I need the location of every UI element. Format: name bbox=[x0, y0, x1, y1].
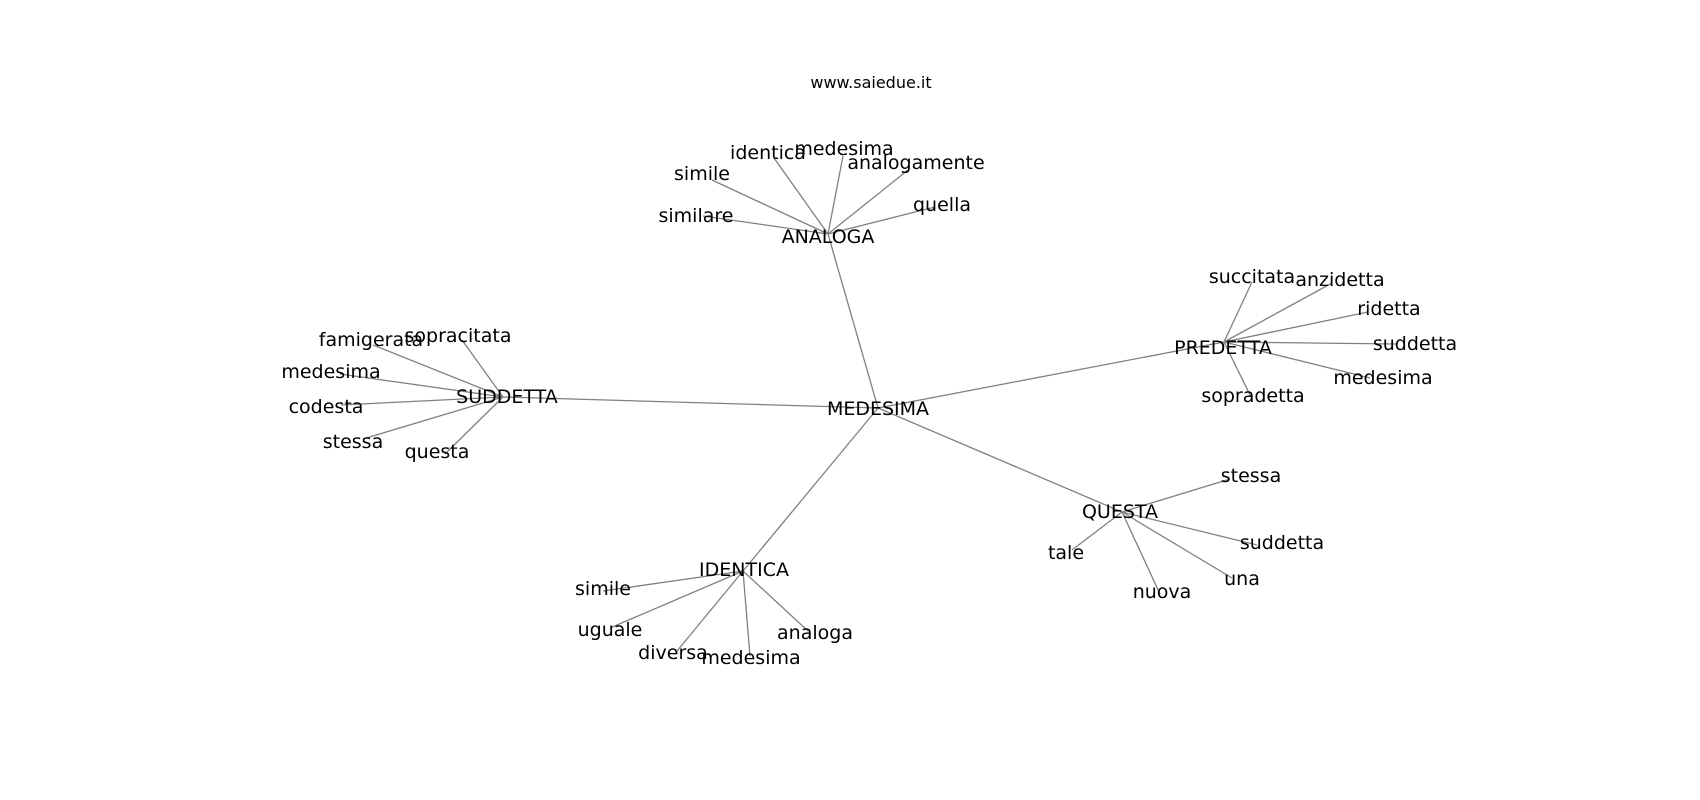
word-node-suddetta-questa: questa bbox=[405, 441, 470, 463]
word-node-identica-diversa: diversa bbox=[638, 642, 708, 664]
word-node-questa-nuova: nuova bbox=[1133, 581, 1192, 603]
edges-layer bbox=[339, 155, 1397, 657]
word-node-identica-simile: simile bbox=[575, 578, 631, 600]
edge-questa-una bbox=[1121, 511, 1233, 579]
word-node-predetta-anzidetta: anzidetta bbox=[1295, 269, 1384, 291]
edge-predetta-sopradetta bbox=[1223, 341, 1253, 400]
edge-questa-suddetta bbox=[1121, 511, 1258, 546]
word-node-suddetta-sopracitata: sopracitata bbox=[405, 325, 512, 347]
edge-identica-medesima bbox=[742, 570, 751, 657]
hub-node-suddetta: SUDDETTA bbox=[456, 386, 558, 408]
word-node-analoga-simile: simile bbox=[674, 163, 730, 185]
word-node-predetta-suddetta: suddetta bbox=[1373, 333, 1457, 355]
edge-identica-analoga bbox=[742, 570, 809, 632]
word-node-analoga-similare: similare bbox=[659, 205, 734, 227]
hub-node-predetta: PREDETTA bbox=[1174, 337, 1272, 359]
word-node-predetta-ridetta: ridetta bbox=[1357, 298, 1420, 320]
labels-layer: MEDESIMAANALOGAsimileidenticamedesimaana… bbox=[281, 138, 1457, 669]
edge-suddetta-famigerata bbox=[372, 344, 504, 398]
word-node-identica-medesima: medesima bbox=[701, 647, 800, 669]
edge-predetta-medesima bbox=[1223, 341, 1371, 379]
edge-center-suddetta bbox=[502, 396, 879, 409]
edge-questa-nuova bbox=[1121, 511, 1161, 595]
word-node-predetta-sopradetta: sopradetta bbox=[1201, 385, 1304, 407]
word-node-analoga-analogamente: analogamente bbox=[847, 152, 984, 174]
edge-center-predetta bbox=[877, 341, 1225, 409]
edge-suddetta-codesta bbox=[340, 396, 504, 406]
edge-suddetta-sopracitata bbox=[461, 339, 504, 398]
word-node-suddetta-medesima: medesima bbox=[281, 361, 380, 383]
word-node-questa-suddetta: suddetta bbox=[1240, 532, 1324, 554]
edge-center-analoga bbox=[827, 233, 879, 409]
edge-predetta-anzidetta bbox=[1223, 282, 1333, 343]
word-node-suddetta-famigerata: famigerata bbox=[319, 329, 423, 351]
word-node-suddetta-stessa: stessa bbox=[323, 431, 383, 453]
edge-identica-uguale bbox=[609, 570, 744, 629]
edge-identica-simile bbox=[602, 570, 744, 592]
site-title: www.saiedue.it bbox=[810, 73, 931, 92]
word-node-analoga-identica: identica bbox=[730, 142, 806, 164]
word-node-questa-tale: tale bbox=[1048, 542, 1084, 564]
edge-identica-diversa bbox=[676, 570, 744, 652]
word-node-analoga-medesima: medesima bbox=[794, 138, 893, 160]
edge-analoga-similare bbox=[702, 215, 829, 235]
edge-questa-tale bbox=[1071, 511, 1123, 551]
word-node-predetta-medesima: medesima bbox=[1333, 367, 1432, 389]
edge-predetta-suddetta bbox=[1223, 341, 1397, 345]
hub-node-identica: IDENTICA bbox=[699, 559, 789, 581]
word-node-identica-uguale: uguale bbox=[578, 619, 643, 641]
word-node-analoga-quella: quella bbox=[913, 194, 971, 216]
edge-suddetta-questa bbox=[444, 396, 504, 455]
word-node-predetta-succitata: succitata bbox=[1209, 266, 1295, 288]
edge-suddetta-stessa bbox=[362, 396, 504, 440]
edge-analoga-identica bbox=[773, 157, 829, 235]
edge-suddetta-medesima bbox=[339, 373, 504, 398]
edge-analoga-quella bbox=[827, 206, 936, 235]
word-node-questa-stessa: stessa bbox=[1221, 465, 1281, 487]
word-node-suddetta-codesta: codesta bbox=[289, 396, 364, 418]
word-node-questa-una: una bbox=[1224, 568, 1260, 590]
hub-node-questa: QUESTA bbox=[1082, 501, 1158, 523]
edge-questa-stessa bbox=[1121, 478, 1231, 513]
edge-predetta-ridetta bbox=[1223, 311, 1369, 343]
edge-center-identica bbox=[742, 407, 879, 572]
edge-analoga-analogamente bbox=[827, 169, 909, 235]
word-node-identica-analoga: analoga bbox=[777, 622, 853, 644]
edge-analoga-simile bbox=[711, 179, 829, 235]
center-node-label: MEDESIMA bbox=[827, 398, 929, 420]
hub-node-analoga: ANALOGA bbox=[782, 226, 875, 248]
edge-analoga-medesima bbox=[827, 155, 844, 235]
edge-center-questa bbox=[877, 407, 1123, 513]
edge-predetta-succitata bbox=[1223, 281, 1253, 343]
